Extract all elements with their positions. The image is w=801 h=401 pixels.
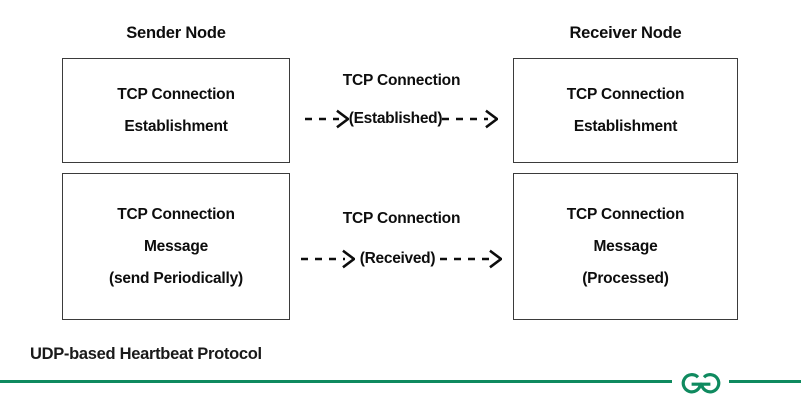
dashed-arrow-icon xyxy=(304,109,349,129)
connector-state-label: (Received) xyxy=(359,250,436,267)
box-text-line: Message xyxy=(593,237,658,255)
connector-caption: TCP Connection xyxy=(342,210,461,227)
box-text-line: TCP Connection xyxy=(566,205,685,223)
sender-message-box: TCP Connection Message (send Periodicall… xyxy=(62,173,290,320)
connection-established-connector: TCP Connection (Established) xyxy=(290,72,513,129)
box-text-line: TCP Connection xyxy=(117,205,235,223)
connector-caption: TCP Connection xyxy=(342,72,461,89)
geeksforgeeks-logo xyxy=(672,362,729,396)
dashed-arrow-icon xyxy=(300,249,355,269)
box-text-line: Message xyxy=(143,237,209,255)
sender-connection-establishment-box: TCP Connection Establishment xyxy=(62,58,290,163)
box-text-line: TCP Connection xyxy=(117,86,235,104)
footer-rule-left xyxy=(0,380,672,383)
footer-caption: UDP-based Heartbeat Protocol xyxy=(30,345,262,363)
box-text-line: TCP Connection xyxy=(566,86,685,104)
dashed-arrow-icon xyxy=(442,109,499,129)
footer-rule-right xyxy=(729,380,801,383)
connector-flow: (Established) xyxy=(290,109,513,129)
connector-state-label: (Established) xyxy=(348,110,443,127)
receiver-connection-establishment-box: TCP Connection Establishment xyxy=(513,58,738,163)
box-text-line: Establishment xyxy=(573,117,678,135)
box-text-line: (send Periodically) xyxy=(108,270,244,288)
gfg-logo-icon xyxy=(681,373,720,394)
message-received-connector: TCP Connection (Received) xyxy=(290,210,513,269)
receiver-node-title: Receiver Node xyxy=(569,24,682,42)
receiver-message-box: TCP Connection Message (Processed) xyxy=(513,173,738,320)
connector-flow: (Received) xyxy=(290,249,513,269)
box-text-line: (Processed) xyxy=(582,270,669,288)
sender-node-title: Sender Node xyxy=(126,24,226,42)
box-text-line: Establishment xyxy=(124,117,228,135)
dashed-arrow-icon xyxy=(440,249,503,269)
